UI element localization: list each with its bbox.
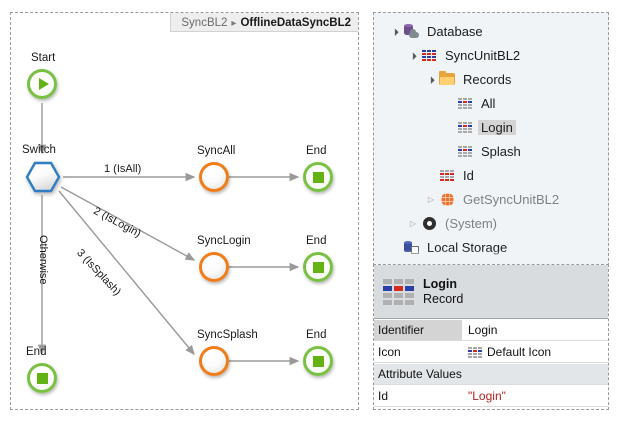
tree-item-label: GetSyncUnitBL2 [463,191,560,207]
flow-editor-panel[interactable]: Start Switch [10,12,359,410]
tree-item-splash[interactable]: Splash [374,139,608,163]
flow-node-label: SyncLogin [197,235,251,247]
action-icon [199,162,229,192]
chevron-right-icon[interactable] [424,195,438,204]
tree-item-label: Database [427,23,483,39]
record-icon [458,145,472,157]
property-key: Attribute Values [378,367,462,381]
chevron-down-icon[interactable] [388,27,402,36]
tree-item-id[interactable]: Id [374,163,608,187]
end-icon [303,252,333,282]
breadcrumb-separator-icon: ▸ [231,17,237,29]
chevron-down-icon[interactable] [424,75,438,84]
tree-item-label: Splash [481,143,521,159]
globe-icon [440,192,454,206]
tree-item-database[interactable]: Database [374,19,608,43]
tree-item-icon [456,121,474,133]
properties-header: Login Record [374,265,608,319]
tree-item-icon [438,169,456,181]
element-tree-list[interactable]: DatabaseSyncUnitBL2RecordsAllLoginSplash… [374,13,608,265]
property-value[interactable]: Login [462,323,608,337]
property-row[interactable]: Identifier Login [374,320,608,341]
edge-label-otherwise: Otherwise [37,235,49,285]
tree-item-icon [438,71,456,85]
property-value[interactable]: Default Icon [462,345,608,359]
tree-item-icon [420,49,438,61]
properties-subtitle: Record [423,291,464,306]
breadcrumb-current: OfflineDataSyncBL2 [240,17,351,29]
record-icon [458,97,472,109]
end-icon [303,162,333,192]
end-icon [303,346,333,376]
action-icon [199,346,229,376]
properties-title: Login [423,276,458,291]
tree-item-all[interactable]: All [374,91,608,115]
tree-item-label: SyncUnitBL2 [445,47,521,63]
property-section-header[interactable]: Attribute Values [374,364,608,385]
entity-icon [422,49,436,61]
breadcrumb[interactable]: SyncBL2 ▸ OfflineDataSyncBL2 [170,13,358,32]
tree-item-records[interactable]: Records [374,67,608,91]
switch-hexagon-icon [25,161,61,193]
tree-item-icon [420,216,438,230]
breadcrumb-parent[interactable]: SyncBL2 [181,17,228,29]
tree-item-label: (System) [445,215,497,231]
chevron-down-icon[interactable] [406,51,420,60]
flow-node-label: End [26,346,47,358]
property-value-text: Default Icon [487,345,552,359]
record-icon [468,346,482,358]
tree-item-label: All [481,95,496,111]
property-value[interactable]: "Login" [462,389,608,403]
property-value-text: Login [468,323,498,337]
tree-item-icon [402,24,420,38]
tree-item-getsyncunitbl2[interactable]: GetSyncUnitBL2 [374,187,608,211]
tree-item-icon [456,145,474,157]
system-icon [422,216,436,230]
tree-item-system[interactable]: (System) [374,211,608,235]
flow-node-label: SyncSplash [197,329,258,341]
element-tree-panel[interactable]: DatabaseSyncUnitBL2RecordsAllLoginSplash… [373,12,609,266]
edge-label-branch-1: 1 (IsAll) [104,163,142,175]
record-icon-large [383,278,414,305]
property-key: Icon [378,345,401,359]
tree-item-label: Id [463,167,474,183]
folder-icon [439,71,455,85]
flow-connectors [37,103,300,366]
chevron-right-icon[interactable] [406,219,420,228]
flow-node-label: End [306,145,327,157]
tree-item-icon [438,192,456,206]
database-icon [403,24,419,38]
property-row[interactable]: Id "Login" [374,386,608,407]
tree-item-label: Records [463,71,512,87]
flow-node-label: End [306,329,327,341]
property-row[interactable]: Icon Default Icon [374,342,608,363]
flow-node-label: End [306,235,327,247]
action-icon [199,252,229,282]
property-key: Identifier [374,320,462,340]
attribute-icon [440,169,454,181]
start-icon [27,69,57,99]
tree-item-icon [456,97,474,109]
tree-scroll-fade [375,250,607,264]
flow-node-label: Switch [22,144,56,156]
end-icon [27,363,57,393]
tree-item-label: Login [478,119,516,135]
flow-node-label: Start [31,52,56,64]
tree-item-login[interactable]: Login [374,115,608,139]
flow-node-label: SyncAll [197,145,236,157]
record-icon [458,121,472,133]
tree-item-syncunitbl2[interactable]: SyncUnitBL2 [374,43,608,67]
property-value-text: "Login" [468,389,506,403]
property-key: Id [378,389,389,403]
property-value-icon [468,346,482,358]
